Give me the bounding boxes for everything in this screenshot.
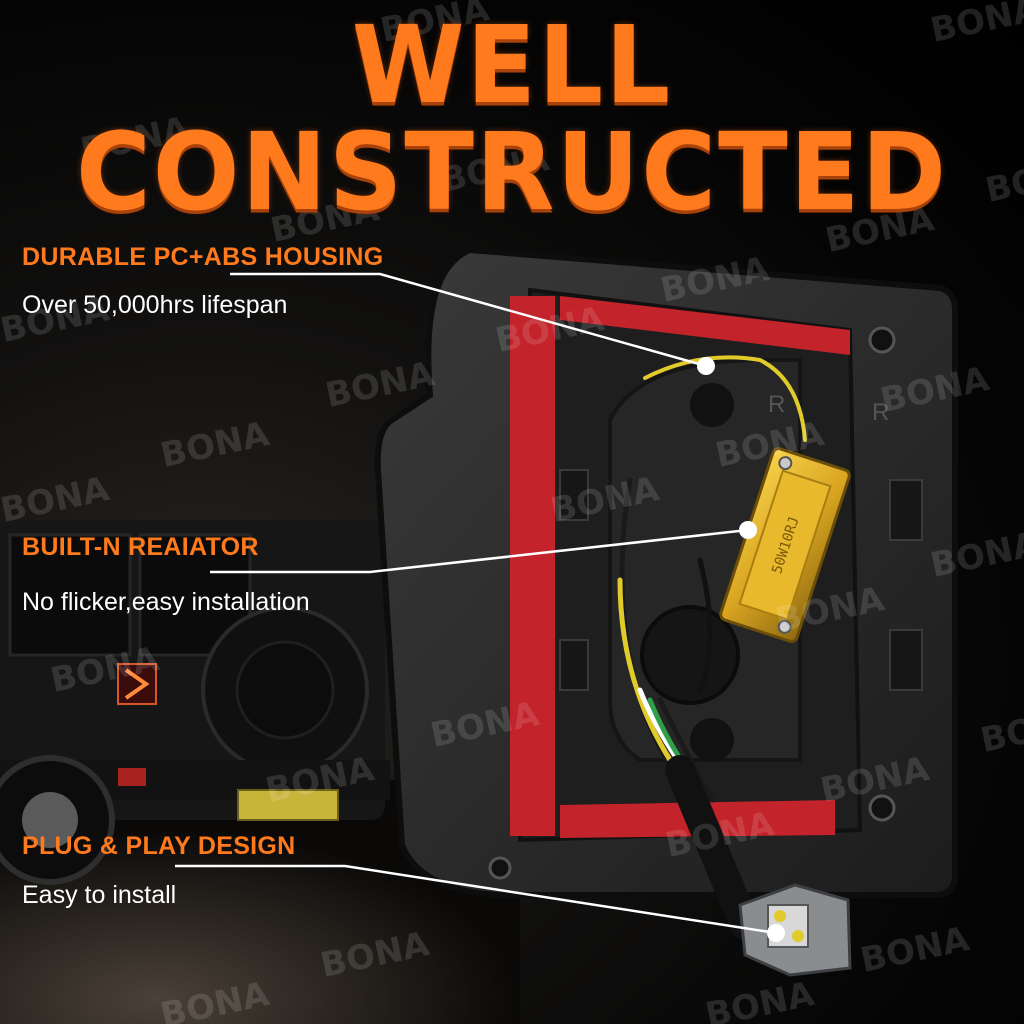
feature-desc-housing: Over 50,000hrs lifespan: [22, 291, 288, 319]
callout-dots: [697, 357, 785, 942]
reflector-strip-left: [510, 296, 555, 836]
housing-mark-2: R: [872, 399, 889, 426]
tail-light-housing: R R: [374, 246, 958, 898]
headline: WELL CONSTRUCTED: [75, 3, 949, 236]
wiring-harness: [617, 355, 807, 803]
housing-mark-1: R: [768, 391, 785, 418]
callout-lines: [175, 272, 777, 935]
feature-title-housing: DURABLE PC+ABS HOUSING: [22, 243, 384, 271]
plug-connector: [738, 883, 852, 977]
feature-desc-plug: Easy to install: [22, 881, 177, 909]
reflector-strip-top: [560, 296, 850, 355]
feature-title-resistor: BUILT-N REAIATOR: [22, 533, 259, 561]
jeep-silhouette: [0, 520, 390, 885]
feature-title-plug: PLUG & PLAY DESIGN: [22, 832, 296, 860]
cable-sheath: [665, 755, 760, 940]
load-resistor: 50W10RJ: [719, 447, 851, 643]
feature-desc-resistor: No flicker,easy installation: [22, 588, 310, 616]
